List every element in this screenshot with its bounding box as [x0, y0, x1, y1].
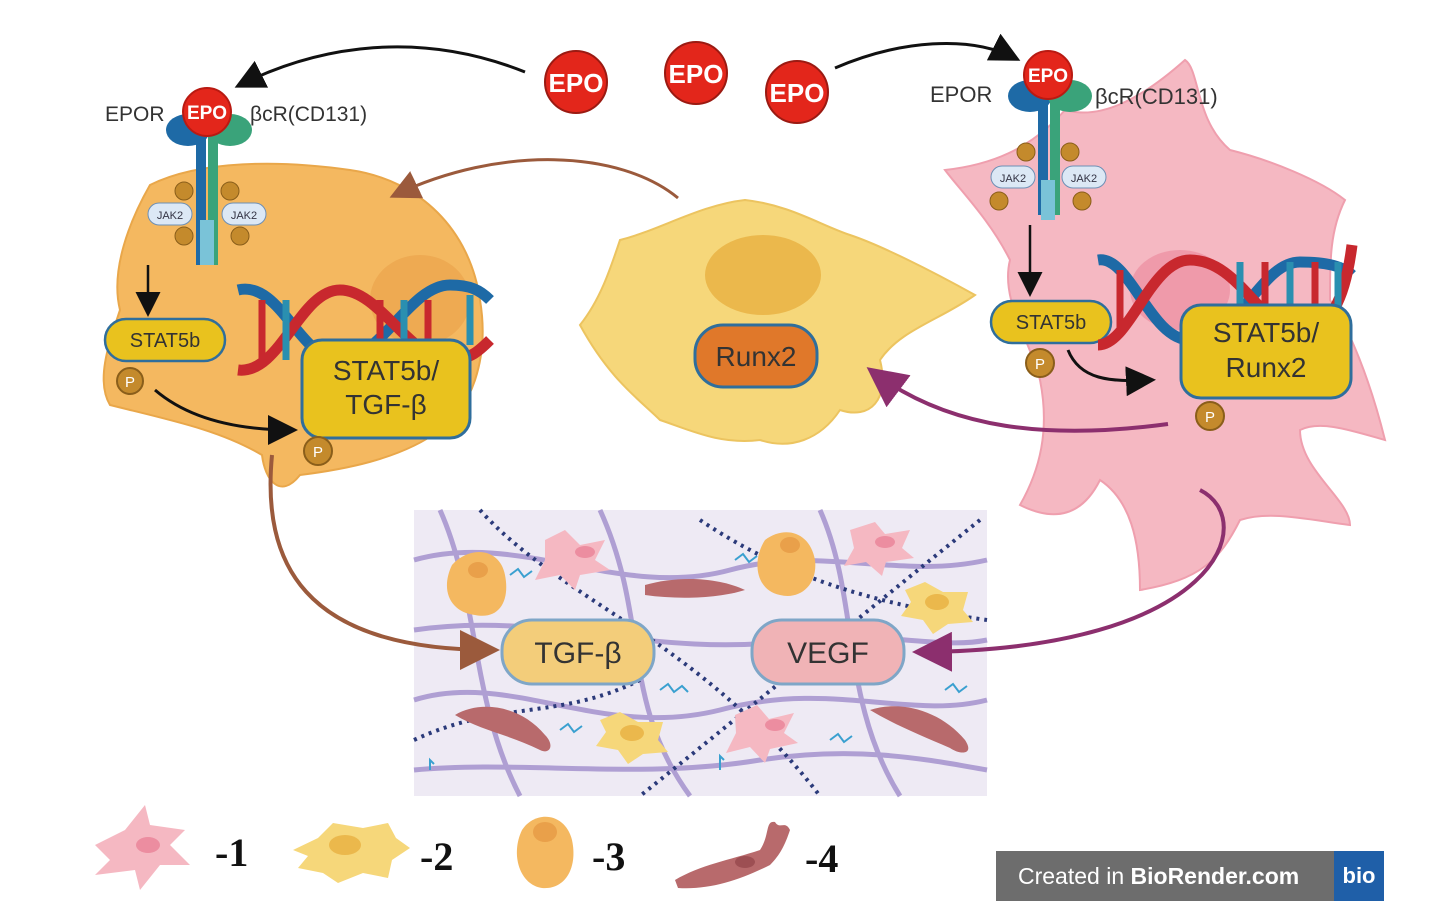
- tgfb-label: TGF-β: [534, 637, 621, 670]
- phospho-complex-right: [1195, 401, 1225, 431]
- legend-label-3: -3: [592, 834, 625, 879]
- complex-stat5b-runx2-box: [1179, 303, 1353, 400]
- phospho-stat5b-left: [116, 367, 144, 395]
- epo-free-1-label: EPO: [549, 68, 604, 98]
- jak2-left-a-label: JAK2: [157, 210, 183, 222]
- arrow-stat5b-to-complex-left: [154, 388, 298, 445]
- epo-free-3: [765, 60, 829, 124]
- epo-bound-right-label: EPO: [1028, 66, 1068, 87]
- arrow-runx2-to-left-cell: [389, 158, 679, 200]
- epo-free-1: [544, 50, 608, 114]
- epor-label-left: EPOR: [105, 103, 165, 126]
- bcr-label-left: βcR(CD131): [250, 103, 367, 126]
- jak2-left-a: [147, 202, 193, 226]
- legend: -1 -2 -3 -4: [95, 805, 838, 890]
- arrow-pink-cell-to-vegf: [912, 488, 1226, 672]
- complex-left-line2: TGF-β: [345, 389, 426, 420]
- phospho-complex-left-label: P: [313, 444, 323, 461]
- biorender-watermark[interactable]: Created in BioRender.com bio: [996, 851, 1384, 901]
- stat5b-left-box: [103, 317, 227, 363]
- runx2-cell-nucleus: [705, 235, 821, 315]
- watermark-prefix: Created in: [1018, 862, 1131, 889]
- epo-free-3-label: EPO: [770, 78, 825, 108]
- vegf-box: [750, 618, 906, 686]
- arrow-pink-to-runx2: [866, 367, 1169, 433]
- phospho-group-left-receptor: [174, 181, 250, 246]
- round-yellow-cell-icon: [516, 816, 574, 889]
- phospho-complex-right-label: P: [1205, 409, 1215, 426]
- arrow-epo-to-right-receptor: [834, 33, 1021, 70]
- epo-bound-left: [182, 87, 232, 137]
- jak2-right-b-label: JAK2: [1071, 173, 1097, 185]
- legend-label-2: -2: [420, 834, 453, 879]
- stat5b-right-box: [989, 299, 1113, 345]
- jak2-right-a-label: JAK2: [1000, 173, 1026, 185]
- jak2-left-b: [221, 202, 267, 226]
- jak2-right-b: [1061, 165, 1107, 189]
- complex-right-line1: STAT5b/: [1213, 317, 1320, 348]
- legend-label-4: -4: [805, 836, 838, 881]
- jak2-right-a: [990, 165, 1036, 189]
- stat5b-left-label: STAT5b: [130, 330, 200, 352]
- vegf-label: VEGF: [787, 637, 869, 670]
- phospho-stat5b-right: [1025, 348, 1055, 378]
- epor-label-right: EPOR: [930, 82, 992, 107]
- stat5b-right-label: STAT5b: [1016, 312, 1086, 334]
- epo-free-2-label: EPO: [669, 59, 724, 89]
- complex-left-line1: STAT5b/: [333, 355, 440, 386]
- runx2-box: [693, 323, 819, 389]
- elongated-red-cell-icon: [675, 821, 790, 889]
- epo-bound-right: [1023, 50, 1073, 100]
- arrow-epo-to-left-receptor: [234, 45, 526, 88]
- complex-right-line2: Runx2: [1226, 352, 1307, 383]
- bcr-label-right: βcR(CD131): [1095, 84, 1218, 109]
- biorender-logo-icon: bio: [1334, 851, 1384, 901]
- phospho-stat5b-left-label: P: [125, 374, 135, 391]
- jak2-left-b-label: JAK2: [231, 210, 257, 222]
- tgfb-box: [500, 618, 656, 686]
- arrow-left-cell-to-tgfb: [268, 454, 500, 670]
- phospho-stat5b-right-label: P: [1035, 356, 1045, 373]
- complex-stat5b-tgfb-box: [300, 338, 472, 440]
- epo-free-2: [664, 41, 728, 105]
- legend-label-1: -1: [215, 830, 248, 875]
- phospho-group-right-receptor: [989, 142, 1092, 211]
- epo-bound-left-label: EPO: [187, 103, 227, 124]
- phospho-complex-left: [303, 436, 333, 466]
- runx2-label: Runx2: [716, 341, 797, 372]
- arrow-stat5b-to-complex-right: [1066, 349, 1156, 397]
- watermark-brand: BioRender.com: [1130, 862, 1300, 889]
